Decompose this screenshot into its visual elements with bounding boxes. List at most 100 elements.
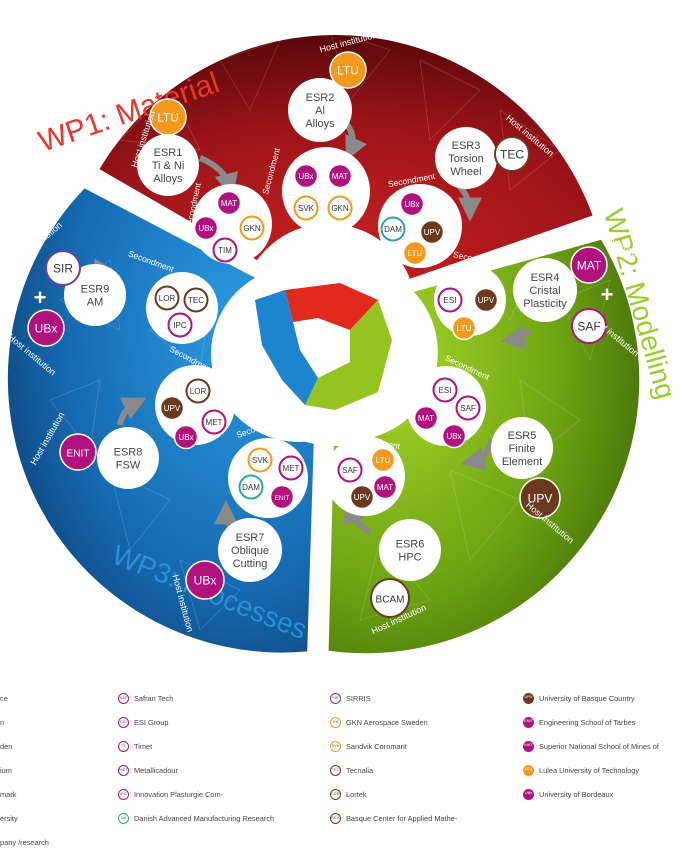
institution-code: LTU [157, 111, 179, 125]
institution-code: TEC [188, 296, 204, 305]
legend-label: pany /research [0, 837, 49, 847]
legend-swatch-icon: LTU [523, 764, 534, 776]
secondment-node-esr8: LOR [185, 378, 211, 404]
esr-label-esr5: Element [502, 456, 542, 468]
legend-label: GKN Aerospace Sweden [346, 717, 428, 727]
institution-code: GKN [331, 204, 349, 213]
secondment-node-esr7: MET [278, 455, 304, 481]
institution-code: SVK [298, 204, 315, 213]
institution-code: UBx [194, 574, 217, 588]
institution-code: UPV [424, 228, 441, 237]
esr-label-esr8: ESR8 [114, 447, 143, 459]
legend-item: SAF Safran Tech [118, 690, 173, 706]
legend-swatch-icon: ENIT [523, 716, 534, 728]
legend-swatch-icon: SAF [118, 692, 129, 704]
secondment-node-esr3: LTU [402, 240, 428, 266]
secondment-node-esr9: IPC [167, 312, 193, 338]
secondment-node-esr5: SAF [455, 395, 481, 421]
legend-swatch-icon: BCA [330, 812, 341, 824]
legend-swatch-icon: LOR [330, 788, 341, 800]
legend-label: Sandvik Coromant [346, 741, 407, 751]
esr-label-esr2: Al [315, 105, 325, 117]
legend-item: den [0, 738, 12, 754]
legend-label: Engineering School of Tarbes [539, 717, 636, 727]
legend-label: den [0, 741, 13, 751]
legend-item: LOR Lortek [330, 786, 367, 802]
institution-code: IPC [173, 321, 187, 330]
institution-code: MAT [332, 172, 348, 181]
secondment-node-esr3: UBx [399, 191, 425, 217]
secondment-node-esr8: MET [201, 409, 227, 435]
legend-label: n [0, 717, 5, 727]
legend-swatch-icon: ESI [118, 716, 129, 728]
legend-label: Safran Tech [134, 693, 174, 703]
esr-label-esr6: ESR6 [396, 539, 425, 551]
plus-sign-esr9: + [34, 285, 47, 310]
legend-label: Tecnalia [346, 765, 374, 775]
secondment-node-esr2: SVK [293, 195, 319, 221]
legend-item: ce [0, 690, 8, 706]
legend-label: ium [0, 765, 12, 775]
esr-label-esr4: ESR4 [531, 272, 560, 284]
institution-code: UPV [528, 492, 553, 506]
esr-label-esr7: Oblique [231, 545, 269, 557]
institution-code: LOR [190, 387, 207, 396]
institution-code: SAF [342, 466, 358, 475]
legend-swatch-icon: TEC [330, 764, 341, 776]
institution-code: SAF [460, 404, 476, 413]
legend-label: Innovation Plasturgie Com- [134, 789, 224, 799]
host-node-esr8: ENIT [59, 433, 97, 471]
institution-code: UBx [298, 172, 313, 181]
legend-swatch-icon: MET [118, 764, 129, 776]
esr-label-esr3: ESR3 [452, 140, 481, 152]
legend-item: ersity [0, 810, 18, 826]
legend-label: Superior National School of Mines of [539, 741, 659, 751]
esr-label-esr2: Alloys [305, 118, 335, 130]
institution-code: MAT [577, 259, 602, 273]
secondment-node-esr4: ESI [437, 287, 463, 313]
institution-code: MET [206, 418, 223, 427]
legend-label: University of Bordeaux [539, 789, 614, 799]
institution-code: BCAM [376, 595, 405, 606]
esr-label-esr6: HPC [398, 552, 421, 564]
legend-swatch-icon: IPC [118, 788, 129, 800]
secondment-node-esr1: UBx [193, 215, 219, 241]
legend-label: Lortek [346, 789, 367, 799]
legend-item: ium [0, 762, 12, 778]
secondment-node-esr4: LTU [451, 315, 477, 341]
host-node-esr3: TEC [494, 136, 530, 172]
esr-label-esr7: ESR7 [236, 532, 265, 544]
legend-label: Lulea University of Technology [539, 765, 640, 775]
esr-circles [64, 78, 577, 582]
secondment-node-esr1: TIM [212, 237, 238, 263]
host-node-esr6: BCAM [370, 578, 410, 618]
secondment-node-esr3: DAM [380, 216, 406, 242]
institution-code: UBx [404, 200, 419, 209]
institution-code: UPV [354, 493, 371, 502]
institution-code: LTU [457, 324, 472, 333]
secondment-node-esr1: GKN [239, 215, 265, 241]
esr-label-esr7: Cutting [233, 558, 268, 570]
institution-code: LTU [376, 456, 391, 465]
legend-item: pany /research [0, 834, 49, 850]
secondment-node-esr6: UPV [349, 484, 375, 510]
host-node-esr7: UBx [185, 560, 225, 600]
institution-code: SVK [252, 456, 269, 465]
host-node-esr2: LTU [329, 51, 367, 89]
legend-label: ce [0, 693, 8, 703]
secondment-node-esr9: TEC [183, 287, 209, 313]
legend-label: University of Basque Country [539, 693, 635, 703]
esr-label-esr1: Alloys [153, 173, 183, 185]
host-node-esr5: UPV [519, 477, 561, 519]
institution-code: MAT [221, 199, 237, 208]
legend-item: mark [0, 786, 16, 802]
institution-code: UBx [178, 433, 193, 442]
legend-item: ENIT Engineering School of Tarbes [523, 714, 635, 730]
institution-code: ESI [444, 296, 457, 305]
